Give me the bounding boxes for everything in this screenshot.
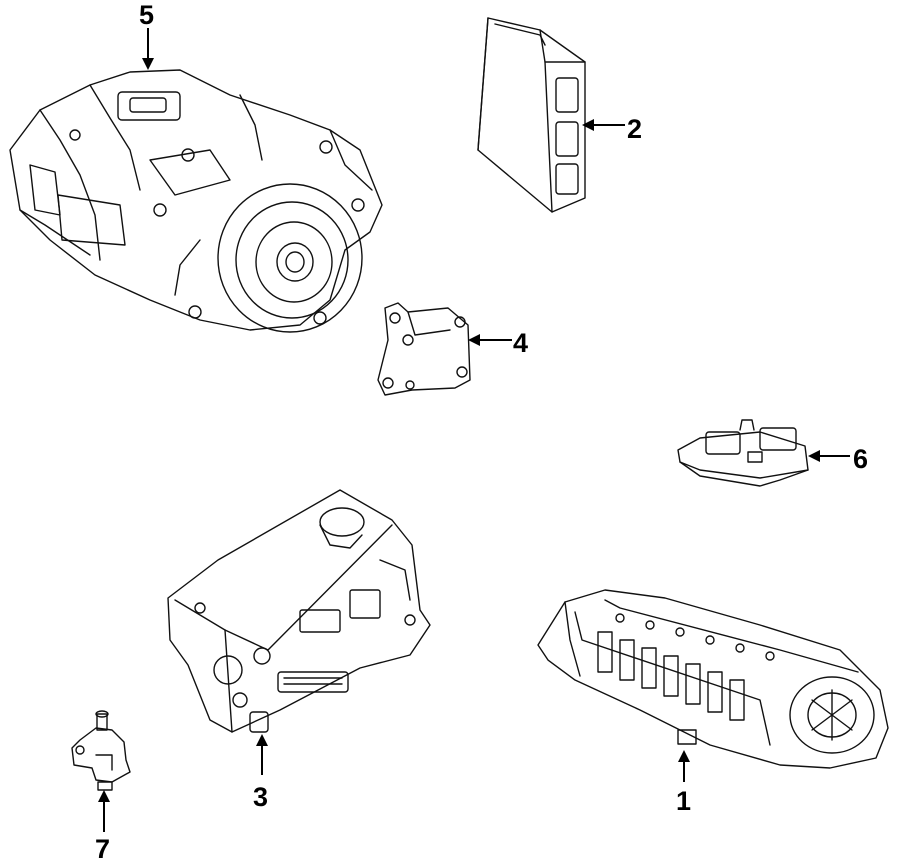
arrow-1-head (678, 750, 690, 762)
arrow-2-head (582, 119, 594, 131)
part-4-bracket[interactable] (377, 302, 471, 396)
part-7-valve[interactable] (71, 710, 131, 791)
callout-6: 6 (853, 444, 868, 474)
arrow-5-head (142, 58, 154, 70)
arrow-7-head (98, 790, 110, 802)
arrow-4-head (468, 334, 480, 346)
callout-1: 1 (676, 786, 691, 816)
callout-7: 7 (95, 834, 110, 862)
callout-arrows (98, 28, 850, 832)
callout-2: 2 (627, 114, 642, 144)
part-6-sensor[interactable] (677, 419, 809, 487)
part-1-battery-assembly[interactable] (537, 589, 889, 769)
arrow-3-head (256, 734, 268, 746)
callout-4: 4 (513, 328, 528, 358)
callout-5: 5 (139, 0, 154, 30)
part-2-control-module[interactable] (477, 17, 586, 213)
part-5-motor-assembly[interactable] (9, 69, 383, 333)
part-3-inverter[interactable] (167, 489, 431, 733)
arrow-6-head (808, 450, 820, 462)
callout-3: 3 (253, 782, 268, 812)
